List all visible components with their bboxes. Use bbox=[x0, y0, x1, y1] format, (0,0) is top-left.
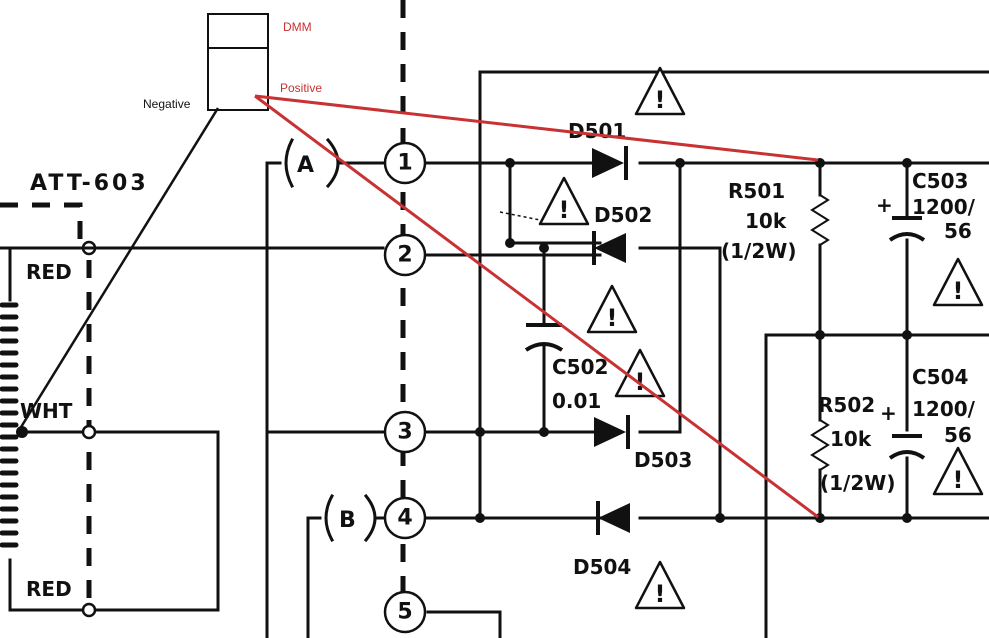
label-r502-ref: R502 bbox=[818, 393, 875, 417]
label-r501-value: 10k bbox=[745, 209, 787, 233]
plug-b-left-paren bbox=[324, 493, 335, 543]
node-label-3: 3 bbox=[397, 420, 412, 445]
warning-mark: ! bbox=[655, 580, 666, 608]
label-c502-value: 0.01 bbox=[552, 389, 601, 413]
label-c503-ref: C503 bbox=[912, 169, 968, 193]
warning-triangle-icon: ! bbox=[614, 348, 666, 398]
node-label-2: 2 bbox=[397, 243, 412, 268]
warning-triangle-icon: ! bbox=[586, 284, 638, 334]
warning-triangle-icon: ! bbox=[932, 257, 984, 307]
negative-label: Negative bbox=[143, 97, 191, 111]
plug-a-label: A bbox=[297, 153, 314, 178]
dmm-label: DMM bbox=[283, 20, 312, 34]
label-c502-ref: C502 bbox=[552, 355, 608, 379]
pin-terminal-wht bbox=[81, 424, 97, 440]
positive-label: Positive bbox=[280, 81, 322, 95]
warning-icons: !!!!!!! bbox=[538, 66, 984, 610]
label-c503-plus: + bbox=[876, 193, 893, 217]
wire-node-5 bbox=[426, 610, 502, 638]
node-label-5: 5 bbox=[397, 600, 412, 625]
warning-triangle-icon: ! bbox=[634, 560, 686, 610]
label-c503-value1: 1200/ bbox=[912, 195, 976, 219]
label-c503-value2: 56 bbox=[944, 219, 972, 243]
node-circles bbox=[383, 141, 427, 634]
node-circle-4 bbox=[383, 496, 427, 540]
label-c504-value1: 1200/ bbox=[912, 397, 976, 421]
pin-label-red-top: RED bbox=[26, 260, 72, 284]
dmm-body bbox=[207, 13, 269, 111]
diode-d502 bbox=[592, 231, 626, 265]
label-d504: D504 bbox=[573, 555, 631, 579]
diode-d501 bbox=[592, 146, 628, 180]
plug-a-right-paren bbox=[325, 137, 340, 189]
label-d501: D501 bbox=[568, 119, 626, 143]
connector-outline-top bbox=[0, 202, 83, 240]
wire-plug-b bbox=[306, 516, 322, 638]
c504-plate-bottom bbox=[888, 450, 926, 460]
pin-label-red-bottom: RED bbox=[26, 577, 72, 601]
label-r502-rating: (1/2W) bbox=[820, 471, 895, 495]
warning-mark: ! bbox=[559, 196, 570, 224]
node-circle-5 bbox=[383, 590, 427, 634]
label-c504-value2: 56 bbox=[944, 423, 972, 447]
warning-mark: ! bbox=[635, 368, 646, 396]
r501-zigzag bbox=[810, 194, 830, 246]
diode-d504 bbox=[596, 501, 630, 535]
label-r502-value: 10k bbox=[830, 427, 872, 451]
node-circle-1 bbox=[383, 141, 427, 185]
pin-terminal-red-bottom bbox=[81, 602, 97, 618]
label-c504-ref: C504 bbox=[912, 365, 968, 389]
warning-mark: ! bbox=[655, 86, 666, 114]
junction-dots bbox=[475, 158, 912, 523]
warning-mark: ! bbox=[953, 277, 964, 305]
node-label-4: 4 bbox=[397, 506, 412, 531]
leader-line bbox=[499, 211, 541, 221]
wire-pin-red-top bbox=[0, 246, 12, 302]
label-d503: D503 bbox=[634, 448, 692, 472]
connector-title: ATT-603 bbox=[30, 171, 149, 196]
dmm-meter bbox=[207, 13, 269, 111]
r502-zigzag bbox=[810, 419, 830, 471]
plug-a-left-paren bbox=[284, 137, 295, 189]
positive-probe-lead-to-r501 bbox=[254, 94, 819, 162]
pin-label-wht: WHT bbox=[20, 399, 73, 423]
wire-plug-a bbox=[265, 161, 282, 638]
negative-probe-lead bbox=[16, 107, 220, 433]
label-r501-rating: (1/2W) bbox=[721, 239, 796, 263]
diode-d503 bbox=[594, 415, 630, 449]
warning-triangle-icon: ! bbox=[932, 446, 984, 496]
label-r501-ref: R501 bbox=[728, 179, 785, 203]
label-c504-plus: + bbox=[880, 401, 897, 425]
warning-mark: ! bbox=[953, 466, 964, 494]
plug-b-label: B bbox=[339, 508, 356, 533]
warning-triangle-icon: ! bbox=[538, 176, 590, 226]
node-label-1: 1 bbox=[397, 151, 412, 176]
c502-plate-bottom bbox=[524, 342, 564, 352]
plug-b-right-paren bbox=[363, 493, 377, 543]
node-circle-3 bbox=[383, 410, 427, 454]
positive-probe-lead-to-r502 bbox=[254, 94, 819, 519]
node-circle-2 bbox=[383, 233, 427, 277]
warning-mark: ! bbox=[607, 304, 618, 332]
label-d502: D502 bbox=[594, 203, 652, 227]
transformer-winding bbox=[0, 300, 19, 560]
c503-plate-bottom bbox=[888, 232, 926, 242]
warning-triangle-icon: ! bbox=[634, 66, 686, 116]
wire-pin-red-bottom bbox=[8, 558, 220, 612]
